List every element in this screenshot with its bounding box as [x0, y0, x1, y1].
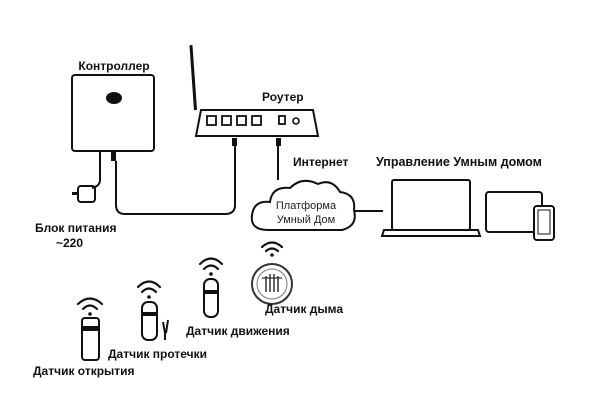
wifi-icon [76, 297, 104, 316]
motion-sensor-icon [203, 278, 219, 318]
power-supply-voltage-label: ~220 [56, 236, 83, 250]
internet-label: Интернет [293, 155, 349, 169]
door-sensor-label: Датчик открытия [33, 364, 135, 378]
power-supply-adapter [72, 185, 96, 203]
cloud-platform [250, 179, 356, 231]
smart-home-control-label: Управление Умным домом [376, 155, 542, 169]
leak-sensor-label: Датчик протечки [108, 347, 207, 361]
cloud-label-line2: Умный Дом [277, 214, 336, 226]
cloud-label-line1: Платформа [276, 200, 337, 212]
wifi-icon [136, 280, 162, 299]
router-label: Роутер [262, 90, 304, 104]
lan-cable [115, 146, 236, 215]
door-sensor-icon [81, 317, 100, 361]
controller-device [71, 74, 155, 161]
controller-label: Контроллер [78, 59, 149, 73]
power-supply-label: Блок питания [35, 221, 117, 235]
wifi-icon [198, 257, 224, 276]
phone-icon [533, 205, 555, 241]
leak-sensor-icon [141, 301, 169, 341]
laptop-icon [380, 179, 482, 237]
wifi-icon [260, 241, 284, 257]
smoke-sensor-icon [251, 263, 293, 305]
power-cable [91, 151, 101, 189]
router-device [189, 45, 320, 146]
motion-sensor-label: Датчик движения [186, 324, 290, 338]
smoke-sensor-label: Датчик дыма [265, 302, 343, 316]
